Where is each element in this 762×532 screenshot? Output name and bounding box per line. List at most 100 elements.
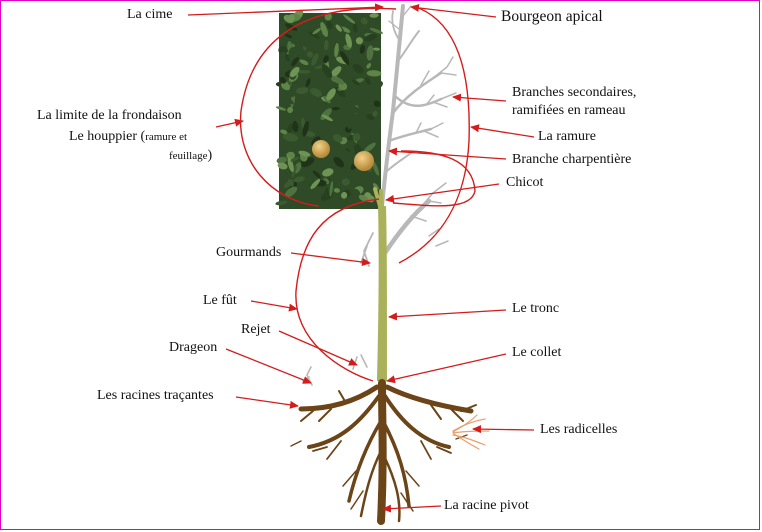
leaf <box>291 57 299 67</box>
orange-fruit-left <box>312 140 330 158</box>
leaf <box>345 33 352 48</box>
leaf <box>306 51 314 58</box>
label-houppier-paren-open: ( <box>140 129 146 144</box>
leaf <box>312 28 322 35</box>
leaf <box>352 119 368 126</box>
leaf <box>366 45 374 61</box>
label-limite-frondaison: La limite de la frondaison <box>37 108 182 123</box>
label-bourgeon-apical: Bourgeon apical <box>501 8 603 25</box>
leaf <box>343 14 356 24</box>
roots <box>290 379 477 525</box>
label-cime: La cime <box>127 7 173 22</box>
label-collet: Le collet <box>512 345 562 360</box>
leaf <box>360 17 368 25</box>
leaf <box>300 39 311 48</box>
leaf <box>351 51 360 59</box>
leaf <box>358 194 369 202</box>
leaf <box>321 64 333 78</box>
leaf <box>323 187 329 200</box>
leaf <box>280 129 288 135</box>
leaf <box>284 23 298 31</box>
leaf <box>287 14 295 22</box>
arrow-chicot <box>385 183 500 203</box>
crown-limit-arc <box>239 7 397 207</box>
annotation-arrows <box>187 3 535 513</box>
leaf <box>340 191 348 199</box>
leaf <box>282 133 299 142</box>
leaf <box>289 82 297 97</box>
leaf <box>335 24 342 32</box>
leaf <box>334 87 346 98</box>
leaf <box>355 37 363 45</box>
leaf <box>346 116 354 129</box>
leaf <box>341 148 354 159</box>
leaf <box>287 179 294 187</box>
leaf <box>373 183 379 190</box>
leaf <box>295 87 309 94</box>
label-houppier-paren-close: ) <box>207 148 213 163</box>
leaf <box>296 70 311 74</box>
arrow-bourgeon <box>410 3 497 18</box>
leaf <box>311 53 319 66</box>
label-houppier-note-1: ramure et <box>145 131 188 143</box>
leaf <box>366 114 375 120</box>
leaf <box>284 186 298 198</box>
leaf <box>372 161 380 176</box>
leaf <box>287 123 294 133</box>
leaf <box>349 188 361 197</box>
leaf <box>326 119 332 127</box>
label-houppier-line-2: feuillage) <box>169 147 212 165</box>
arrow-radicelles <box>472 425 535 434</box>
leaf <box>278 46 288 55</box>
leaf <box>291 165 297 178</box>
leaf <box>277 162 288 170</box>
leaf <box>333 133 343 143</box>
label-fut: Le fût <box>203 293 237 308</box>
leaf <box>323 55 329 64</box>
leaf <box>352 22 358 33</box>
leaf <box>342 64 351 73</box>
leaf <box>332 106 340 111</box>
leaf <box>345 105 361 114</box>
annotation-arcs <box>239 5 476 382</box>
label-radicelles: Les radicelles <box>540 422 618 437</box>
label-gourmands: Gourmands <box>216 245 282 260</box>
orange-fruit-right <box>354 151 374 171</box>
leaf <box>323 39 329 51</box>
leaf <box>298 150 311 157</box>
leaf <box>370 80 383 91</box>
label-racine-pivot: La racine pivot <box>444 498 529 513</box>
leaf <box>287 157 294 172</box>
leaf <box>299 59 309 66</box>
leaf <box>340 50 350 65</box>
leaf <box>279 76 287 84</box>
leaf <box>352 63 364 74</box>
arrow-cime <box>187 3 384 16</box>
leaf <box>312 170 322 179</box>
arrow-rejet <box>278 330 358 366</box>
leaf <box>334 43 339 58</box>
leaf <box>341 178 350 186</box>
leaf <box>363 142 376 153</box>
label-houppier-note-2: feuillage <box>169 150 208 162</box>
leaf <box>354 144 361 153</box>
leaf <box>351 79 360 86</box>
leaf <box>329 180 334 197</box>
leaf <box>275 200 288 206</box>
label-rejet: Rejet <box>241 322 271 337</box>
label-racines-tracantes: Les racines traçantes <box>97 388 214 403</box>
leaf <box>369 27 383 34</box>
ramure-arc <box>398 5 470 264</box>
leaf <box>331 76 345 85</box>
arrow-fut <box>250 300 298 312</box>
leaf <box>276 156 288 164</box>
leaf <box>324 13 332 21</box>
leaf <box>308 31 320 39</box>
trunk <box>373 187 387 381</box>
leaf <box>340 26 351 33</box>
leaf <box>372 47 381 51</box>
leaf <box>292 120 299 133</box>
leaf <box>330 66 342 78</box>
